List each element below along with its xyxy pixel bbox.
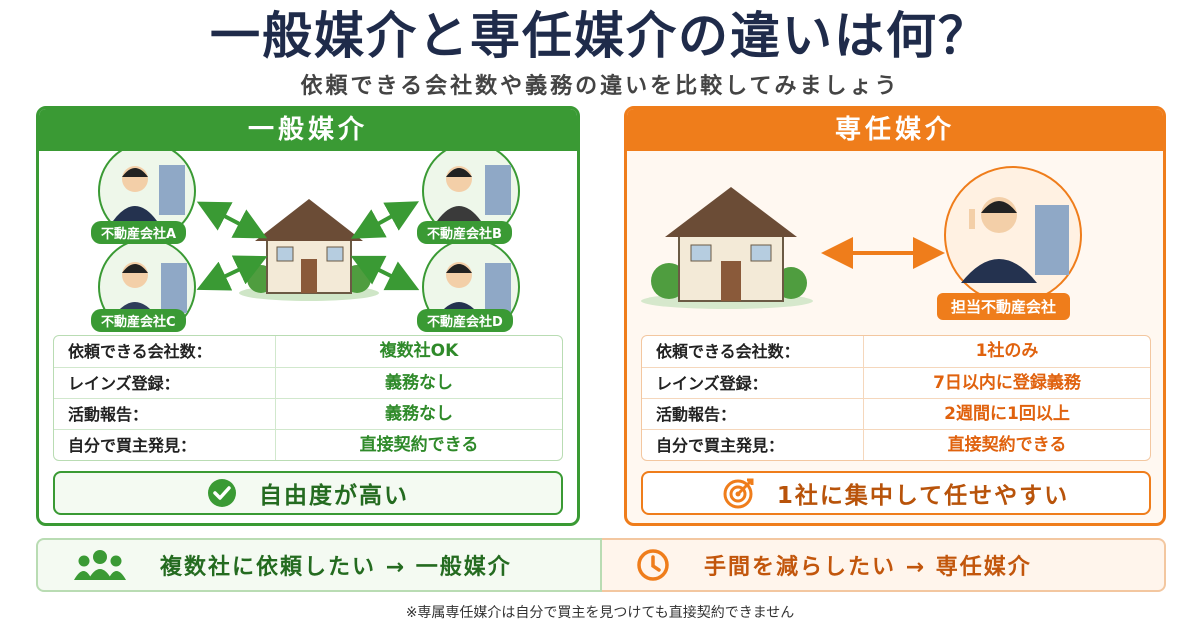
- agent-avatar: [944, 166, 1082, 304]
- exclusive-heading: 専任媒介: [627, 109, 1163, 151]
- arrow-a: [196, 201, 268, 239]
- general-comparison-table: 依頼できる会社数： 複数社OK レインズ登録： 義務なし 活動報告： 義務なし …: [53, 335, 563, 461]
- row-key: 依頼できる会社数：: [54, 336, 276, 367]
- row-key: 自分で買主発見：: [54, 430, 276, 460]
- table-row: 自分で買主発見： 直接契約できる: [642, 429, 1150, 460]
- recommend-exclusive-text: 手間を減らしたい → 専任媒介: [704, 555, 1032, 580]
- table-row: レインズ登録： 義務なし: [54, 367, 562, 398]
- row-value: 直接契約できる: [947, 435, 1067, 455]
- agent-label-b: 不動産会社B: [417, 221, 512, 244]
- exclusive-comparison-table: 依頼できる会社数： 1社のみ レインズ登録： 7日以内に登録義務 活動報告： 2…: [641, 335, 1151, 461]
- footnote: ※専属専任媒介は自分で買主を見つけても直接契約できません: [405, 605, 795, 621]
- row-key: 活動報告：: [54, 399, 276, 429]
- summary-text: 自由度が高い: [259, 483, 409, 509]
- agent-a-avatar: [98, 151, 196, 240]
- target-icon: [723, 477, 755, 509]
- agent-label-c: 不動産会社C: [91, 309, 186, 332]
- clock-icon: [636, 548, 670, 582]
- arrow-d: [350, 255, 420, 291]
- row-value: 2週間に1回以上: [944, 404, 1070, 424]
- house-icon: [239, 199, 379, 301]
- row-key: 依頼できる会社数：: [642, 336, 864, 367]
- agent-label: 担当不動産会社: [937, 293, 1071, 320]
- page-subtitle: 依頼できる会社数や義務の違いを比較してみましょう: [300, 74, 900, 99]
- row-value: 1社のみ: [975, 341, 1039, 361]
- row-value: 7日以内に登録義務: [933, 373, 1081, 393]
- group-icon: [74, 548, 126, 582]
- row-value: 複数社OK: [379, 341, 459, 361]
- table-row: レインズ登録： 7日以内に登録義務: [642, 367, 1150, 398]
- check-circle-icon: [207, 478, 237, 508]
- page-title: 一般媒介と専任媒介の違いは何？: [210, 7, 990, 65]
- agent-label-d: 不動産会社D: [417, 309, 513, 332]
- recommend-general-text: 複数社に依頼したい → 一般媒介: [160, 555, 512, 580]
- general-heading: 一般媒介: [39, 109, 577, 151]
- summary-text: 1社に集中して任せやすい: [776, 483, 1070, 509]
- agent-label-a: 不動産会社A: [91, 221, 187, 244]
- exclusive-illustration: [641, 166, 1082, 309]
- row-value: 直接契約できる: [359, 435, 479, 455]
- table-row: 依頼できる会社数： 複数社OK: [54, 336, 562, 367]
- exclusive-panel: 専任媒介 担当不動産会社: [624, 106, 1166, 526]
- row-key: 活動報告：: [642, 399, 864, 429]
- house-icon: [641, 187, 813, 309]
- general-summary: 自由度が高い: [53, 471, 563, 515]
- row-value: 義務なし: [385, 404, 453, 424]
- agent-b-avatar: [422, 151, 520, 240]
- recommend-exclusive: 手間を減らしたい → 専任媒介: [602, 538, 1166, 592]
- arrow-c: [196, 255, 268, 291]
- arrow-b: [350, 201, 420, 239]
- row-key: レインズ登録：: [54, 368, 276, 398]
- exclusive-summary: 1社に集中して任せやすい: [641, 471, 1151, 515]
- table-row: 依頼できる会社数： 1社のみ: [642, 336, 1150, 367]
- general-panel: 一般媒介: [36, 106, 580, 526]
- table-row: 活動報告： 2週間に1回以上: [642, 398, 1150, 429]
- table-row: 自分で買主発見： 直接契約できる: [54, 429, 562, 460]
- row-value: 義務なし: [385, 373, 453, 393]
- recommend-general: 複数社に依頼したい → 一般媒介: [36, 538, 602, 592]
- row-key: 自分で買主発見：: [642, 430, 864, 460]
- general-illustration: [98, 151, 520, 331]
- row-key: レインズ登録：: [642, 368, 864, 398]
- table-row: 活動報告： 義務なし: [54, 398, 562, 429]
